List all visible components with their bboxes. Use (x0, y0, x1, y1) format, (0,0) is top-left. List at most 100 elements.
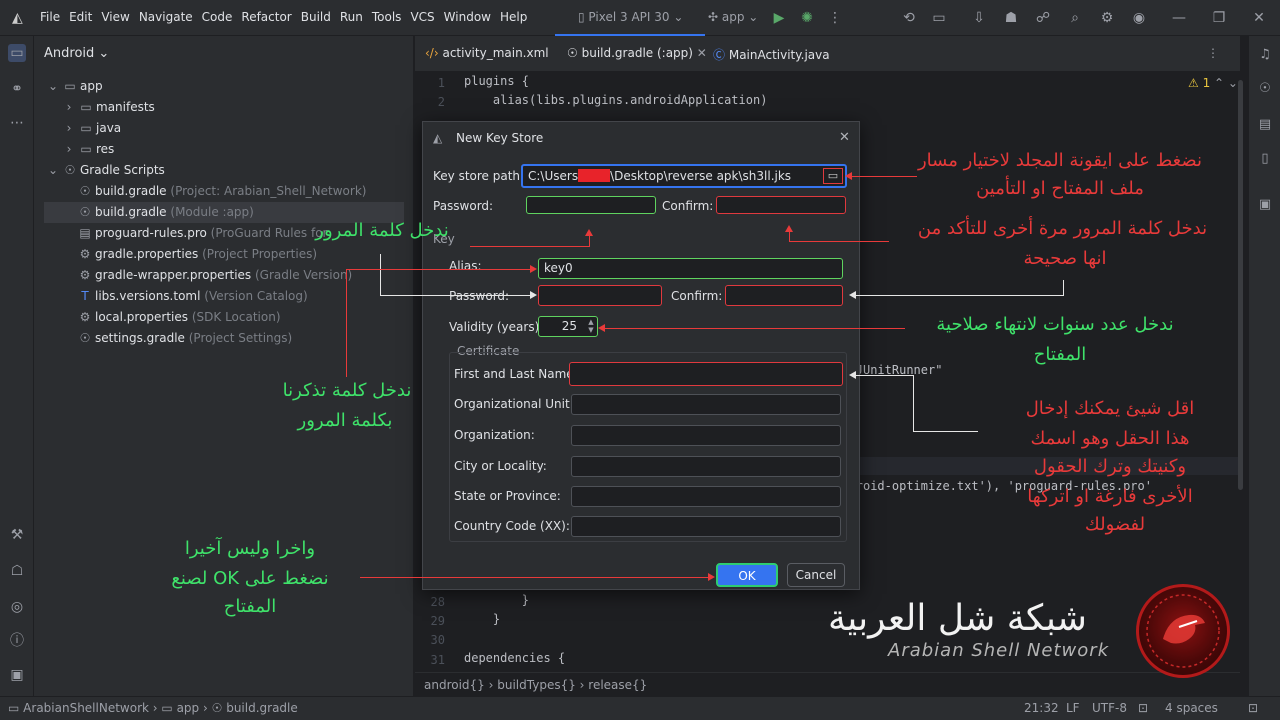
tree-item-build-gradle-project[interactable]: ☉build.gradle (Project: Arabian_Shell_Ne… (34, 181, 414, 202)
running-devices-icon[interactable]: ▣ (1258, 197, 1272, 212)
spinner-arrows-icon[interactable]: ▲▼ (588, 318, 594, 334)
key-confirm-input[interactable] (725, 285, 843, 306)
account-icon[interactable]: ◉ (1132, 10, 1146, 26)
org-unit-input[interactable] (571, 394, 841, 415)
build-hammer-icon[interactable]: ⚒ (10, 527, 24, 543)
indent-setting[interactable]: 4 spaces (1165, 701, 1218, 715)
state-input[interactable] (571, 486, 841, 507)
file-encoding[interactable]: UTF-8 (1092, 701, 1127, 715)
tab-activity-main[interactable]: ‹/› activity_main.xml (425, 46, 549, 60)
menu-tools[interactable]: Tools (371, 10, 402, 24)
logcat-icon[interactable]: ☖ (10, 563, 24, 579)
ok-button[interactable]: OK (716, 563, 778, 587)
line-separator[interactable]: LF (1066, 701, 1080, 715)
editor-scrollbar[interactable] (1238, 80, 1243, 490)
device-file-icon[interactable]: ▤ (1258, 117, 1272, 132)
crumb-buildtypes[interactable]: buildTypes{} (497, 678, 576, 692)
sync-icon[interactable]: ⟲ (903, 10, 915, 26)
arrow-head (849, 291, 856, 299)
more-icon[interactable]: ⋮ (828, 10, 842, 26)
minimize-icon[interactable]: — (1172, 10, 1186, 26)
browse-folder-icon[interactable]: ▭ (823, 168, 843, 184)
close-tab-icon[interactable]: ✕ (696, 46, 707, 60)
status-module[interactable]: app (176, 701, 200, 715)
annotation-arrow-confirm-v (789, 232, 790, 242)
tree-item-manifests[interactable]: ›▭manifests (34, 97, 414, 118)
menu-refactor[interactable]: Refactor (241, 10, 292, 24)
emulator-icon[interactable]: ▯ (1261, 151, 1269, 166)
tab-main-activity[interactable]: Ⓒ MainActivity.java (713, 46, 830, 63)
tree-hint: (Project Settings) (188, 331, 293, 345)
menu-view[interactable]: View (101, 10, 130, 24)
key-store-path-input[interactable]: C:\Users\Desktop\reverse apk\sh3ll.jks (521, 164, 847, 188)
debug-icon[interactable]: ✺ (801, 10, 813, 26)
tree-item-settings-gradle[interactable]: ☉settings.gradle (Project Settings) (34, 328, 414, 349)
app-quality-icon[interactable]: ◎ (10, 599, 24, 615)
crumb-release[interactable]: release{} (588, 678, 648, 692)
organization-input[interactable] (571, 425, 841, 446)
tree-item-app[interactable]: ⌄▭app (34, 76, 414, 97)
search-icon[interactable]: ⌕ (1071, 10, 1079, 26)
gradle-panel-icon[interactable]: ☉ (1259, 81, 1271, 96)
menu-code[interactable]: Code (201, 10, 233, 24)
menu-help[interactable]: Help (499, 10, 528, 24)
annotation-alias-line2: بكلمة المرور (297, 410, 393, 431)
active-tab-indicator (555, 34, 705, 36)
menu-vcs[interactable]: VCS (410, 10, 435, 24)
menu-run[interactable]: Run (339, 10, 363, 24)
menu-navigate[interactable]: Navigate (138, 10, 193, 24)
tree-item-java[interactable]: ›▭java (34, 118, 414, 139)
more-tools-icon[interactable]: ⋯ (10, 115, 24, 131)
close-dialog-icon[interactable]: ✕ (839, 130, 850, 145)
menu-file[interactable]: File (40, 10, 61, 24)
annotation-name-line1: اقل شيئ يمكنك إدخال (1025, 398, 1195, 419)
run-icon[interactable]: ▶ (773, 10, 785, 26)
profiler-icon[interactable]: ☍ (1035, 10, 1051, 26)
tree-item-local-properties[interactable]: ⚙local.properties (SDK Location) (34, 307, 414, 328)
lock-icon[interactable]: ⊡ (1138, 701, 1149, 715)
notifications-bell-icon[interactable]: ♫ (1259, 47, 1271, 62)
country-code-input[interactable] (571, 516, 841, 537)
tab-build-gradle[interactable]: ☉ build.gradle (:app) ✕ (567, 46, 707, 60)
run-config-selector[interactable]: ✣ app ⌄ (708, 10, 759, 24)
tree-item-gradle-properties[interactable]: ⚙gradle.properties (Project Properties) (34, 244, 414, 265)
store-password-input[interactable] (526, 196, 656, 214)
android-icon[interactable]: ☗ (1004, 10, 1018, 26)
key-password-input[interactable] (538, 285, 662, 306)
tree-item-proguard[interactable]: ▤proguard-rules.pro (ProGuard Rules for (34, 223, 414, 244)
tree-item-gradle-scripts[interactable]: ⌄☉Gradle Scripts (34, 160, 414, 181)
project-folder-icon[interactable]: ▭ (8, 44, 26, 62)
cancel-button[interactable]: Cancel (787, 563, 845, 587)
validity-spinner[interactable]: 25 (538, 316, 598, 337)
city-input[interactable] (571, 456, 841, 477)
cursor-position[interactable]: 21:32 (1024, 701, 1059, 715)
warnings-indicator[interactable]: ⚠ 1 ⌃ ⌄ (1188, 76, 1238, 90)
code-line: dependencies { (464, 651, 566, 665)
crumb-android[interactable]: android{} (424, 678, 485, 692)
menu-build[interactable]: Build (300, 10, 331, 24)
alias-input[interactable]: key0 (538, 258, 843, 279)
problems-icon[interactable]: ⓘ (10, 633, 24, 649)
tabs-more-icon[interactable]: ⋮ (1207, 46, 1219, 60)
close-window-icon[interactable]: ✕ (1253, 10, 1265, 26)
first-last-name-input[interactable] (569, 362, 843, 386)
tree-item-gradle-wrapper[interactable]: ⚙gradle-wrapper.properties (Gradle Versi… (34, 265, 414, 286)
structure-icon[interactable]: ⚭ (11, 81, 23, 97)
menu-edit[interactable]: Edit (69, 10, 93, 24)
terminal-icon[interactable]: ▣ (10, 667, 24, 683)
sdk-manager-icon[interactable]: ⇩ (973, 10, 985, 26)
status-file[interactable]: build.gradle (226, 701, 298, 715)
cert-label-org: Organization: (454, 428, 535, 442)
tree-item-res[interactable]: ›▭res (34, 139, 414, 160)
project-view-selector[interactable]: Android ⌄ (44, 46, 110, 61)
readonly-icon[interactable]: ⊡ (1248, 701, 1259, 715)
device-selector[interactable]: ▯ Pixel 3 API 30 ⌄ (578, 10, 684, 24)
device-manager-icon[interactable]: ▭ (932, 10, 946, 26)
store-confirm-input[interactable] (716, 196, 846, 214)
tree-item-build-gradle-module[interactable]: ☉build.gradle (Module :app) (44, 202, 404, 223)
menu-window[interactable]: Window (443, 10, 491, 24)
settings-gear-icon[interactable]: ⚙ (1100, 10, 1114, 26)
restore-icon[interactable]: ❐ (1212, 10, 1226, 26)
status-project[interactable]: ArabianShellNetwork (23, 701, 149, 715)
